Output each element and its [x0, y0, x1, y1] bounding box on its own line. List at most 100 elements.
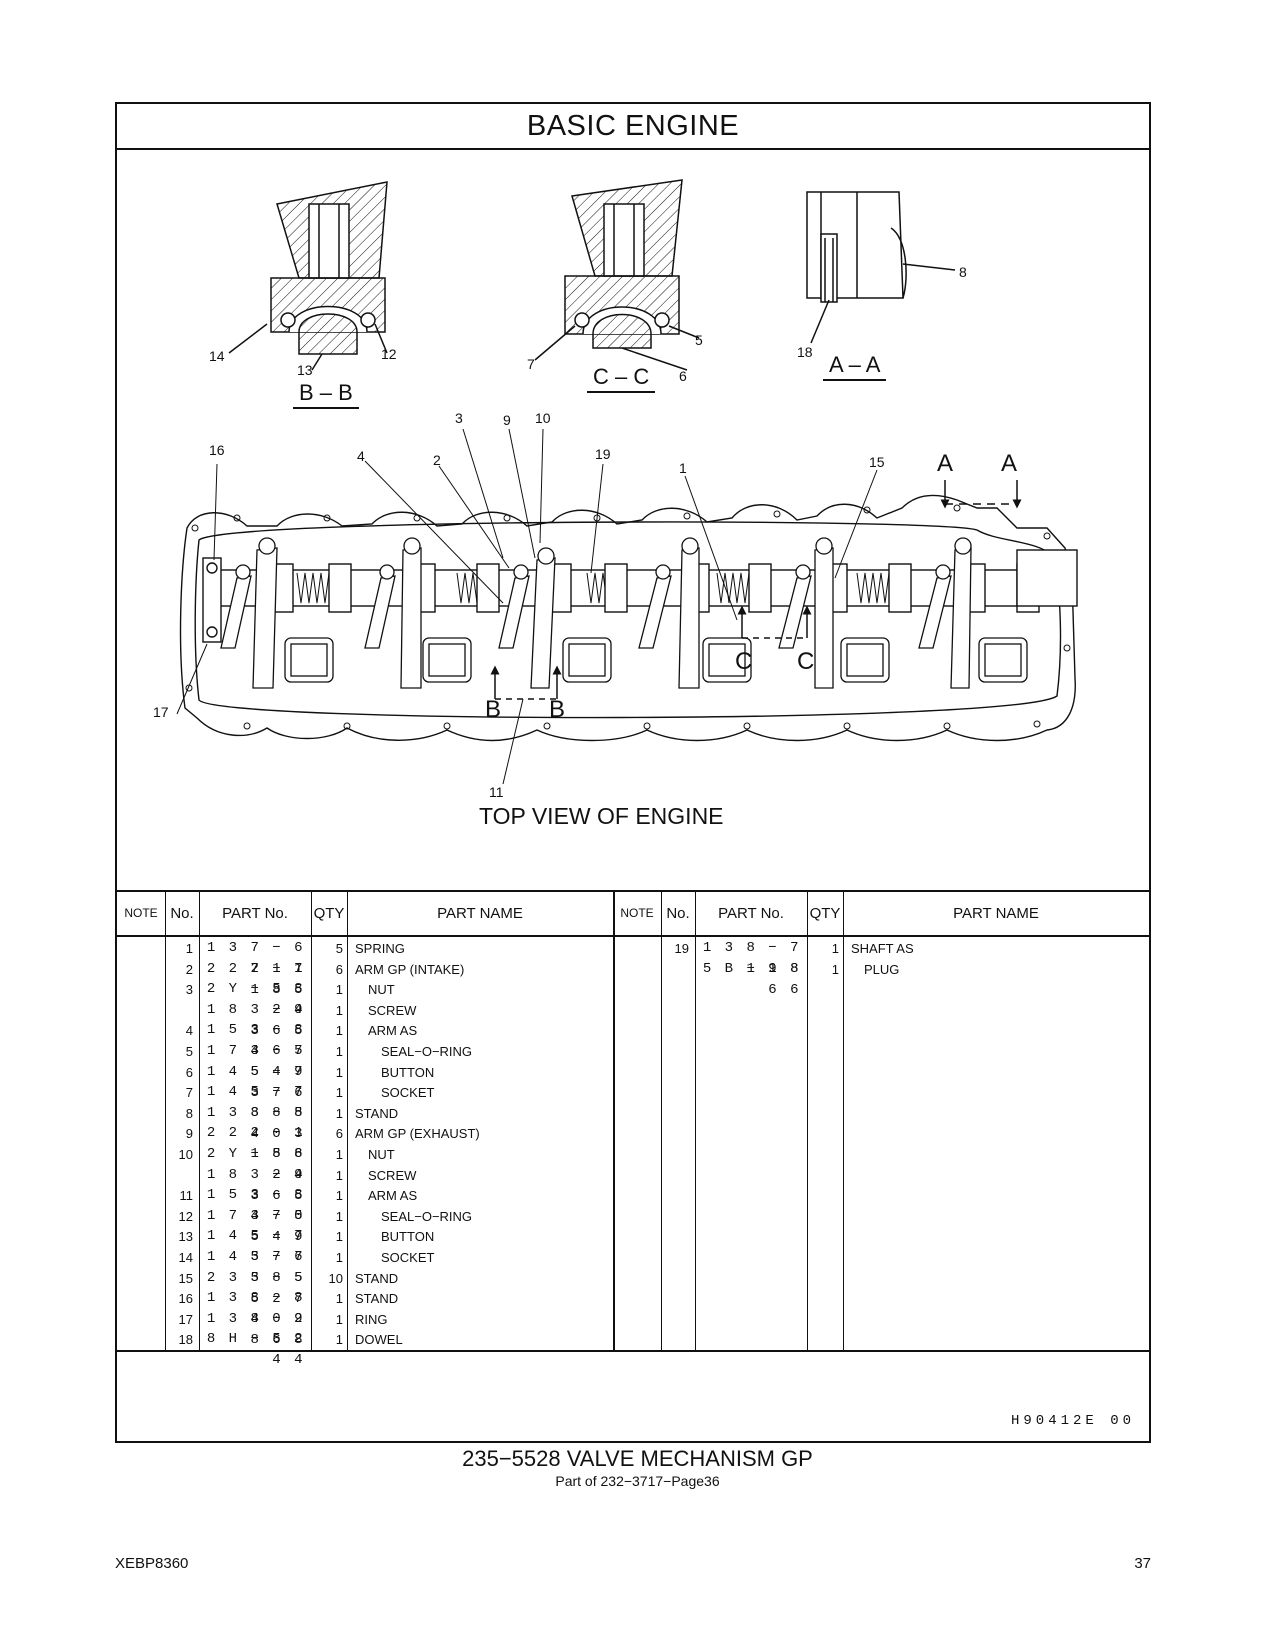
- row-item-number: 6: [185, 1064, 193, 1080]
- row-quantity: 1: [335, 1332, 343, 1348]
- section-bb-drawing: [228, 181, 388, 371]
- row-quantity: 1: [335, 1064, 343, 1080]
- row-quantity: 1: [335, 1044, 343, 1059]
- row-quantity: 1: [335, 1208, 343, 1224]
- row-part-number: 1 3 8 − 7 1 9 8: [702, 940, 801, 977]
- row-quantity: 1: [335, 1147, 343, 1162]
- row-item-number: [165, 1000, 193, 1021]
- section-cc-drawing: [534, 179, 700, 371]
- row-quantity: 1: [335, 1311, 343, 1327]
- top-view-engine-drawing: [179, 494, 1078, 742]
- row-part-name: SCREW: [368, 1167, 417, 1183]
- header-part-name-left: PART NAME: [437, 905, 523, 922]
- row-item-number: 11: [179, 1188, 194, 1204]
- row-part-name: ARM AS: [368, 1023, 418, 1039]
- section-mark-b-left: B: [485, 696, 502, 723]
- row-part-number: 2 2 2 − 1 1 8 6: [206, 1125, 305, 1163]
- row-part-name: SOCKET: [381, 1085, 435, 1101]
- section-mark-a-right: A: [1001, 450, 1018, 477]
- callout-8: 8: [959, 264, 967, 280]
- callout-7: 7: [527, 356, 535, 372]
- row-part-name: DOWEL: [355, 1332, 403, 1348]
- row-part-number: 1 3 8 − 9 8 6 8: [206, 1310, 305, 1348]
- row-item-number: 1: [185, 941, 193, 956]
- section-mark-c-left: C: [735, 648, 753, 675]
- row-part-number: 2 Y − 5 8 2 9: [206, 1146, 305, 1183]
- row-quantity: 1: [335, 1085, 343, 1101]
- row-part-number: 8 H − 5 2 4 4: [206, 1331, 305, 1369]
- callout-5: 5: [695, 332, 703, 348]
- callout-15: 15: [869, 454, 885, 470]
- row-part-name: BUTTON: [381, 1229, 435, 1245]
- header-qty-right: QTY: [809, 905, 841, 922]
- section-aa-label: A – A: [823, 352, 887, 381]
- row-part-name: STAND: [355, 1270, 399, 1286]
- row-item-number: 5: [185, 1044, 193, 1059]
- row-part-name: RING: [355, 1311, 388, 1327]
- row-item-number: [661, 959, 689, 980]
- row-part-name: PLUG: [864, 961, 900, 977]
- row-part-name: ARM AS: [368, 1188, 418, 1204]
- row-part-number: 2 3 5 − 5 5 2 7: [206, 1269, 305, 1307]
- row-part-number: 1 4 5 − 7 3 7 6: [206, 1228, 305, 1266]
- row-part-number: 1 5 3 − 8 4 7 0: [206, 1187, 305, 1225]
- row-part-name: STAND: [355, 1105, 399, 1121]
- row-item-number: 18: [178, 1332, 193, 1348]
- header-note-left: NOTE: [124, 906, 158, 920]
- row-item-number: 7: [185, 1085, 193, 1101]
- column-divider: [695, 892, 696, 1350]
- row-item-number: 4: [185, 1023, 193, 1039]
- engine-drawing-svg: [176, 179, 1078, 785]
- header-no-left: No.: [170, 905, 194, 922]
- row-part-number: 1 7 3 − 5 5 4 9: [206, 1207, 305, 1245]
- row-part-number: 5 B − 1 8 6 6: [702, 960, 801, 998]
- section-mark-c-right: C: [797, 648, 815, 675]
- callout-12: 12: [381, 346, 397, 362]
- row-part-name: SEAL−O−RING: [381, 1208, 473, 1224]
- callout-11: 11: [489, 784, 504, 800]
- row-part-name: SOCKET: [381, 1250, 435, 1265]
- parts-page-frame: BASIC ENGINE: [115, 102, 1151, 1443]
- group-title: 235−5528 VALVE MECHANISM GP: [462, 1446, 813, 1471]
- callout-18: 18: [797, 344, 813, 360]
- header-no-right: No.: [666, 905, 690, 922]
- page-title: BASIC ENGINE: [117, 104, 1149, 150]
- row-quantity: 1: [335, 1188, 343, 1204]
- row-item-number: 15: [178, 1270, 193, 1286]
- page-number: 37: [1134, 1555, 1151, 1572]
- row-item-number: 3: [185, 982, 193, 998]
- section-aa-drawing: [806, 191, 956, 344]
- column-divider: [613, 892, 615, 1350]
- callout-10: 10: [535, 410, 551, 426]
- callout-17: 17: [153, 704, 169, 720]
- row-item-number: 19: [674, 941, 689, 956]
- row-item-number: 12: [178, 1208, 193, 1224]
- callout-2: 2: [433, 452, 441, 468]
- row-quantity: 1: [831, 941, 839, 956]
- header-part-name-right: PART NAME: [953, 905, 1039, 922]
- section-cc-label: C – C: [587, 364, 656, 393]
- row-quantity: 10: [328, 1270, 343, 1286]
- row-part-number: 1 4 5 − 7 3 7 6: [206, 1063, 305, 1101]
- row-item-number: 9: [185, 1126, 193, 1142]
- row-item-number: 8: [185, 1105, 193, 1121]
- column-divider: [311, 892, 312, 1350]
- row-part-number: 1 5 3 − 8 4 6 7: [206, 1022, 305, 1060]
- row-part-number: 1 8 3 − 4 3 6 5: [206, 1166, 305, 1204]
- row-part-number: 1 3 8 − 8 4 0 3: [206, 1104, 305, 1142]
- row-part-name: ARM GP (EXHAUST): [355, 1126, 480, 1142]
- callout-1: 1: [679, 460, 687, 476]
- illustration-code: H90412E 00: [1010, 1413, 1135, 1429]
- document-id: XEBP8360: [115, 1555, 189, 1572]
- row-item-number: 2: [185, 961, 193, 977]
- section-markers: [490, 480, 1022, 700]
- row-part-name: SHAFT AS: [851, 941, 914, 956]
- header-qty-left: QTY: [313, 905, 345, 922]
- row-item-number: 13: [178, 1229, 193, 1245]
- callout-6: 6: [679, 368, 687, 384]
- row-quantity: 1: [335, 1105, 343, 1121]
- callout-13: 13: [297, 362, 313, 378]
- callout-3: 3: [455, 410, 463, 426]
- table-header: NOTE No. PART No. QTY PART NAME NOTE No.…: [117, 892, 1149, 937]
- column-divider: [347, 892, 348, 1350]
